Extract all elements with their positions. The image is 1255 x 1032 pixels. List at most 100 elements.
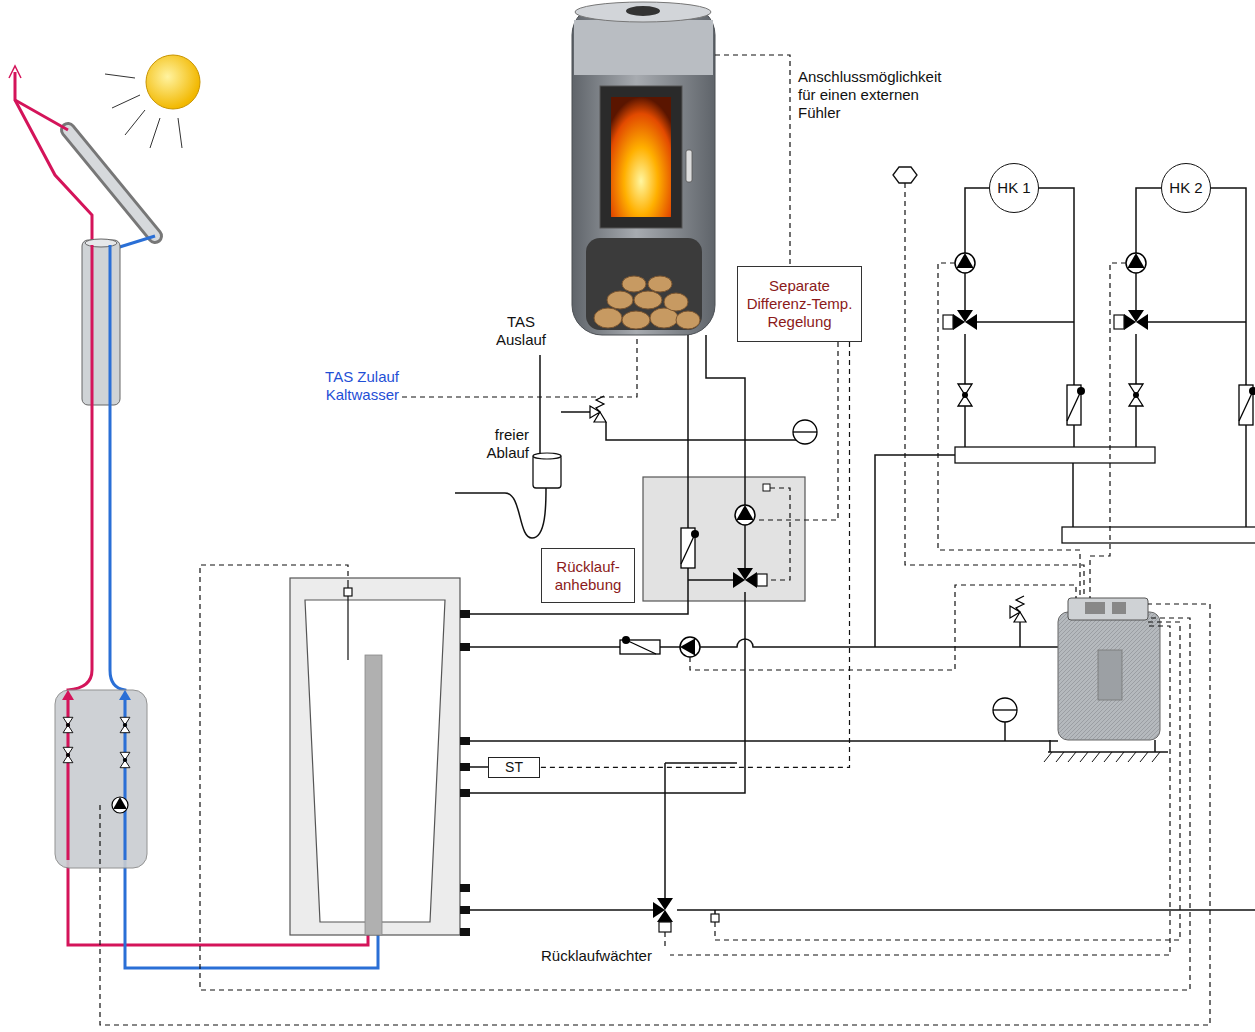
boiler-part: [1050, 740, 1155, 752]
return-boost-module-part: [733, 568, 757, 588]
heating-circuits-part: [964, 406, 966, 447]
sun-part: [105, 74, 182, 148]
heating-circuits-part: [943, 315, 953, 329]
heating-circuits-part: [958, 384, 972, 406]
node-text: ST: [505, 759, 523, 776]
boiler: [993, 596, 1168, 762]
solar-collector-part: [68, 130, 155, 236]
boiler-part: [1058, 612, 1160, 740]
heating-circuits-part: [1072, 463, 1074, 527]
node-text: Rücklauf- anhebung: [548, 558, 628, 594]
piping-part: [665, 762, 737, 764]
return-boost-module-part: [767, 488, 790, 580]
wood-stove-part: [574, 20, 713, 75]
solar-collector: [68, 130, 155, 236]
boiler-part: [1068, 598, 1148, 620]
node-text: Separate Differenz-Temp. Regelung: [744, 277, 855, 331]
wood-stove-part-part: [594, 308, 622, 328]
pipe-label: TAS Auslauf: [487, 313, 555, 349]
return-boost-module-part: [681, 528, 699, 568]
control-wiring-part: [1090, 263, 1126, 598]
heating-circuits-part: [1245, 425, 1247, 527]
solar-pipes-part: [15, 72, 68, 130]
heating-circuits-part: [1067, 385, 1085, 425]
heating-circuits-part: [1126, 253, 1146, 273]
piping-part: [711, 914, 719, 922]
wood-stove-part-part: [622, 311, 650, 329]
boiler-part: [1098, 650, 1122, 700]
boiler-part: [1010, 596, 1026, 622]
boiler-part: [1019, 622, 1021, 647]
piping-part: [659, 922, 671, 932]
solar-station: [55, 690, 147, 868]
heating-circuits-part: [1114, 315, 1124, 329]
control-wiring-part: [665, 626, 1170, 955]
piping-part: [660, 646, 680, 648]
wood-stove-part: [686, 150, 692, 182]
sun-part: [146, 55, 200, 109]
sun: [105, 55, 200, 148]
piping-part: [462, 766, 488, 768]
solar-station-part: [112, 797, 128, 813]
wood-stove-part-part: [622, 276, 646, 292]
wood-stove-part: [626, 6, 660, 16]
wood-stove-part: [594, 276, 700, 329]
wood-stove-part-part: [607, 291, 633, 309]
wood-stove-part-part: [676, 311, 700, 329]
control-wiring: [100, 55, 1210, 1025]
drain-part: [533, 453, 561, 459]
control-wire: [540, 342, 850, 767]
heating-circuits-part: [1148, 321, 1246, 323]
solar-station-part: [120, 717, 130, 732]
piping-part: [680, 637, 700, 657]
drain-part: [533, 455, 561, 488]
control-wiring-part: [690, 585, 1076, 670]
piping-part: [462, 740, 1058, 742]
circuit-circle: HK 1: [989, 163, 1039, 213]
wood-stove: [572, 2, 715, 335]
drain-part: [590, 396, 606, 422]
solar-station-part: [63, 747, 73, 762]
storage-tank: [290, 578, 470, 936]
boiler-part: [1085, 602, 1105, 614]
heating-circuits-part: [1136, 188, 1161, 253]
return-boost-module-part: [706, 335, 745, 505]
control-wiring-part: [715, 55, 790, 266]
control-wiring-part: [100, 604, 1210, 1025]
solar-station-part: [63, 717, 73, 732]
heating-circuits: [893, 167, 1255, 543]
drain-part: [561, 411, 590, 413]
heating-circuits-part: [1062, 527, 1255, 543]
heating-circuits-part: [1073, 425, 1075, 447]
return-boost-module-part: [643, 477, 805, 601]
drain-part: [539, 355, 541, 455]
pipe-duct-part: [85, 239, 117, 247]
heating-circuits-part: [955, 253, 975, 273]
solar-pipes-part: [9, 66, 21, 78]
storage-tank-part: [365, 655, 382, 935]
boiler-part: [1048, 751, 1168, 753]
return-boost-module-part: [688, 579, 733, 581]
storage-tank-part: [290, 578, 460, 935]
boiler-part: [1004, 722, 1006, 741]
boiler-part: [1058, 612, 1160, 740]
note-label: Anschlussmöglichkeit für einen externen …: [797, 68, 952, 122]
return-boost-module-part: [757, 574, 767, 586]
wood-stove-part-part: [634, 291, 662, 309]
solar-station-part: [62, 690, 74, 700]
piping-part: [664, 763, 666, 898]
drain-part: [455, 488, 546, 538]
part-label: Rücklaufwächter: [540, 947, 670, 965]
wood-stove-part: [600, 86, 682, 228]
control-wiring-part: [905, 183, 1084, 598]
heating-circuits-part: [1239, 385, 1255, 425]
solar-station-part: [120, 752, 130, 767]
wood-stove-part: [575, 2, 711, 22]
heating-circuits-part: [953, 310, 977, 330]
piping-part: [677, 909, 1255, 911]
heating-circuits-part: [1135, 334, 1137, 384]
return-boost-module-part: [462, 592, 745, 793]
